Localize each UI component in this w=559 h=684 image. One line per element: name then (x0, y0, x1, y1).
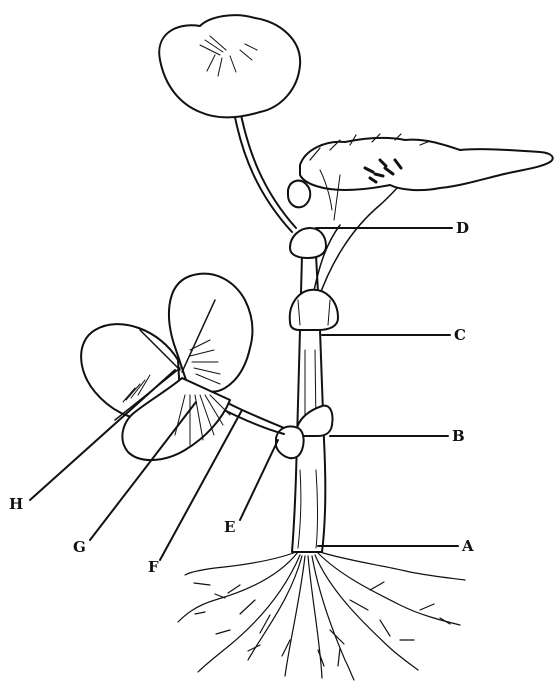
top-leaf (159, 15, 300, 232)
label-d: D (456, 219, 469, 237)
label-b: B (452, 427, 465, 445)
flower-buds (288, 134, 553, 220)
leader-lines (30, 228, 458, 560)
label-c: C (454, 326, 466, 344)
node-d-stipule (290, 228, 326, 258)
axillary-bud-e (276, 426, 304, 458)
node-c-stipule (290, 290, 338, 330)
root-system (178, 552, 465, 680)
label-f: F (148, 558, 159, 576)
leader-line-e (240, 440, 278, 520)
label-a: A (461, 537, 474, 555)
label-e: E (224, 518, 235, 536)
part-labels: A B C D E F G H (9, 219, 474, 576)
label-h: H (9, 495, 23, 513)
label-g: G (73, 538, 86, 556)
